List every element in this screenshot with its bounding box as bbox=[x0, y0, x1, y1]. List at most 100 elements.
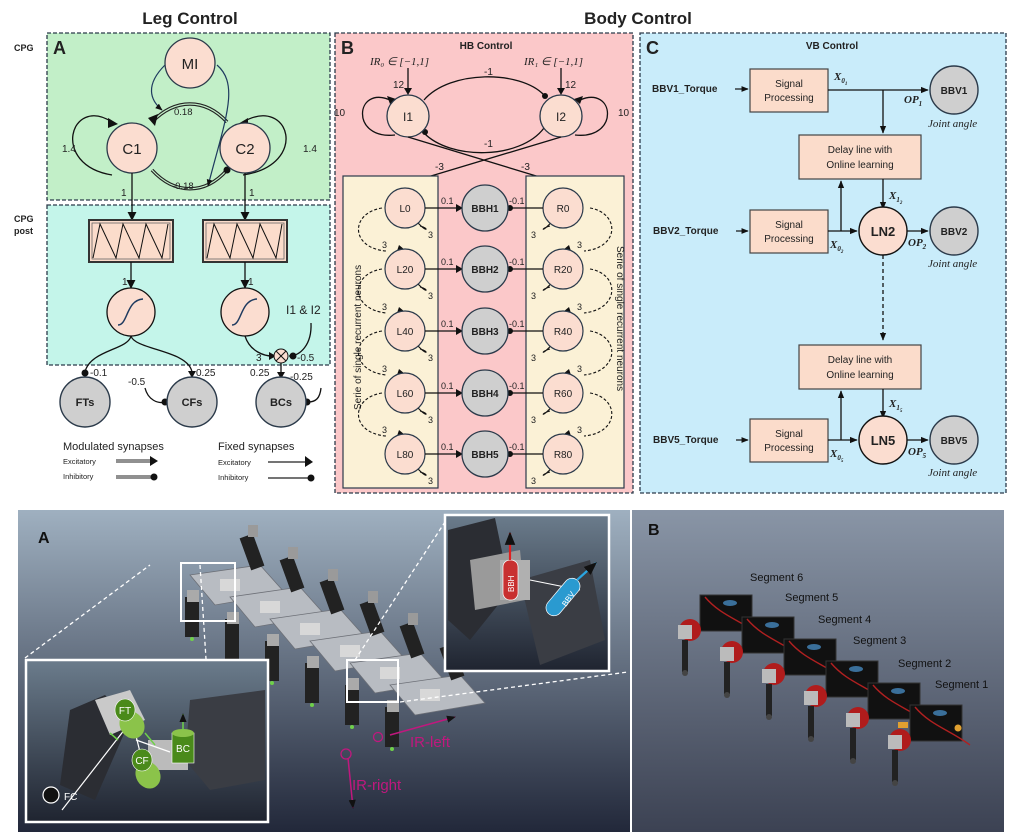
leg-zoom-marker bbox=[180, 562, 236, 622]
left-self-weight: 3 bbox=[428, 230, 433, 240]
neuron-ln2-label: LN2 bbox=[871, 224, 896, 239]
i2-self-loop bbox=[574, 96, 609, 136]
left-neuron-label: L60 bbox=[397, 389, 414, 400]
left-self-weight: 3 bbox=[428, 291, 433, 301]
left-chain-link bbox=[358, 207, 387, 252]
bcs-self-synapse bbox=[307, 387, 322, 403]
bcs-in-weight: 0.25 bbox=[250, 368, 270, 379]
ir-left-sensor bbox=[372, 731, 384, 743]
right-self-weight: 3 bbox=[531, 476, 536, 486]
mult-left-weight: 3 bbox=[256, 353, 262, 364]
vb-control-title: VB Control bbox=[806, 41, 858, 52]
right-out-weight: -0.1 bbox=[509, 196, 525, 206]
right-self-weight: 3 bbox=[531, 230, 536, 240]
i1-to-r0 bbox=[407, 136, 557, 183]
robot-photo bbox=[678, 594, 971, 786]
segment-label: Segment 5 bbox=[785, 592, 838, 604]
right-neuron-label: R80 bbox=[554, 450, 573, 461]
delay2-line2: Online learning bbox=[826, 370, 893, 381]
mult-right-weight: -0.5 bbox=[297, 353, 315, 364]
c2-self-weight: 1.4 bbox=[303, 144, 317, 155]
sp5-line1: Signal bbox=[775, 429, 803, 440]
sp2-line2: Processing bbox=[764, 234, 813, 245]
sim-leg bbox=[225, 619, 239, 659]
weight-c1-c2: 0.18 bbox=[174, 107, 193, 118]
neuron-c2-label: C2 bbox=[235, 141, 254, 158]
sim-leg bbox=[239, 533, 265, 571]
ir-left-ray bbox=[389, 715, 456, 736]
mutual-weight-top: -1 bbox=[484, 67, 493, 78]
right-neuron-label: R40 bbox=[554, 327, 573, 338]
cf-joint: CF bbox=[131, 748, 161, 789]
bc-label: BC bbox=[176, 744, 190, 755]
ir1-label: IR₁ ∈ [−1,1] bbox=[523, 56, 583, 68]
c1-output-weight: 1 bbox=[121, 188, 127, 199]
left-chain-weight: 3 bbox=[382, 364, 387, 374]
ft-label: FT bbox=[119, 706, 131, 717]
left-neuron-label: L80 bbox=[397, 450, 414, 461]
right-chain-link bbox=[583, 330, 613, 376]
to-cfs bbox=[130, 335, 193, 373]
joint-angle-1: Joint angle bbox=[928, 118, 977, 130]
cfs-in-weight: 0.25 bbox=[196, 368, 216, 379]
left-chain-weight: 3 bbox=[382, 425, 387, 435]
right-chain-weight: 3 bbox=[577, 240, 582, 250]
ir-right-label: IR-right bbox=[352, 777, 402, 794]
sp1-line2: Processing bbox=[764, 93, 813, 104]
c2-output-weight: 1 bbox=[249, 188, 255, 199]
motor-bcs bbox=[255, 376, 307, 428]
neuron-mi bbox=[164, 37, 216, 89]
sp1-line1: Signal bbox=[775, 79, 803, 90]
bc-joint: BC bbox=[171, 713, 195, 764]
left-self-weight: 3 bbox=[428, 415, 433, 425]
fc-foot-contact bbox=[42, 786, 60, 804]
delay1-line2: Online learning bbox=[826, 160, 893, 171]
left-chain-link bbox=[358, 392, 387, 437]
neuron-i1-label: I1 bbox=[403, 110, 413, 124]
signal-processing-5 bbox=[749, 418, 829, 463]
sp5-line2: Processing bbox=[764, 443, 813, 454]
i1-i2-label: I1 & I2 bbox=[286, 303, 321, 317]
bcs-self-weight: -0.25 bbox=[290, 372, 313, 383]
c2-self-loop bbox=[242, 115, 287, 176]
left-out-weight: 0.1 bbox=[441, 196, 454, 206]
motor-bcs-label: BCs bbox=[270, 397, 292, 409]
pmn-box-left bbox=[88, 219, 174, 263]
op5-label: OP5 bbox=[908, 446, 927, 460]
x01-label: X01 bbox=[833, 71, 847, 87]
right-out-weight: -0.1 bbox=[509, 442, 525, 452]
sim-leg bbox=[345, 685, 359, 725]
delay-line-box-2 bbox=[798, 344, 922, 390]
left-out-weight: 0.1 bbox=[441, 257, 454, 267]
motor-bbh bbox=[461, 430, 509, 478]
neuron-c1-label: C1 bbox=[122, 141, 141, 158]
left-out-weight: 0.1 bbox=[441, 442, 454, 452]
segment-label: Segment 2 bbox=[898, 658, 951, 670]
leg-inset: FT CF BC FC bbox=[24, 658, 270, 824]
synapse-legend: Modulated synapses Excitatory Inhibitory… bbox=[63, 441, 315, 482]
signal-processing-2 bbox=[749, 209, 829, 254]
body-joint-inset: BBH BBV bbox=[443, 513, 611, 673]
left-out-weight: 0.1 bbox=[441, 319, 454, 329]
right-out-weight: -0.1 bbox=[509, 319, 525, 329]
panel-a-letter: A bbox=[53, 38, 66, 58]
left-neuron-label: L40 bbox=[397, 327, 414, 338]
sp2-line1: Signal bbox=[775, 220, 803, 231]
x15-label: X15 bbox=[888, 398, 903, 414]
left-self-weight: 3 bbox=[428, 476, 433, 486]
joint-angle-5: Joint angle bbox=[928, 467, 977, 479]
row-label-cpg-post-2: post bbox=[14, 226, 33, 236]
sim-leg bbox=[279, 555, 305, 593]
motor-bbh bbox=[461, 184, 509, 232]
cross-weight-right: -3 bbox=[521, 162, 530, 173]
motor-bbh bbox=[461, 369, 509, 417]
pmn-left-weight: 1 bbox=[122, 277, 128, 288]
motor-bbv2-label: BBV2 bbox=[941, 227, 968, 238]
delay-line-box-1 bbox=[798, 134, 922, 180]
right-neuron-label: R0 bbox=[557, 204, 570, 215]
op1-label: OP1 bbox=[904, 94, 922, 108]
right-self-weight: 3 bbox=[531, 353, 536, 363]
motor-bbh-label: BBH5 bbox=[471, 450, 499, 461]
motor-bbv5 bbox=[929, 415, 979, 465]
legend-mod-inhibitory: Inhibitory bbox=[63, 472, 94, 481]
